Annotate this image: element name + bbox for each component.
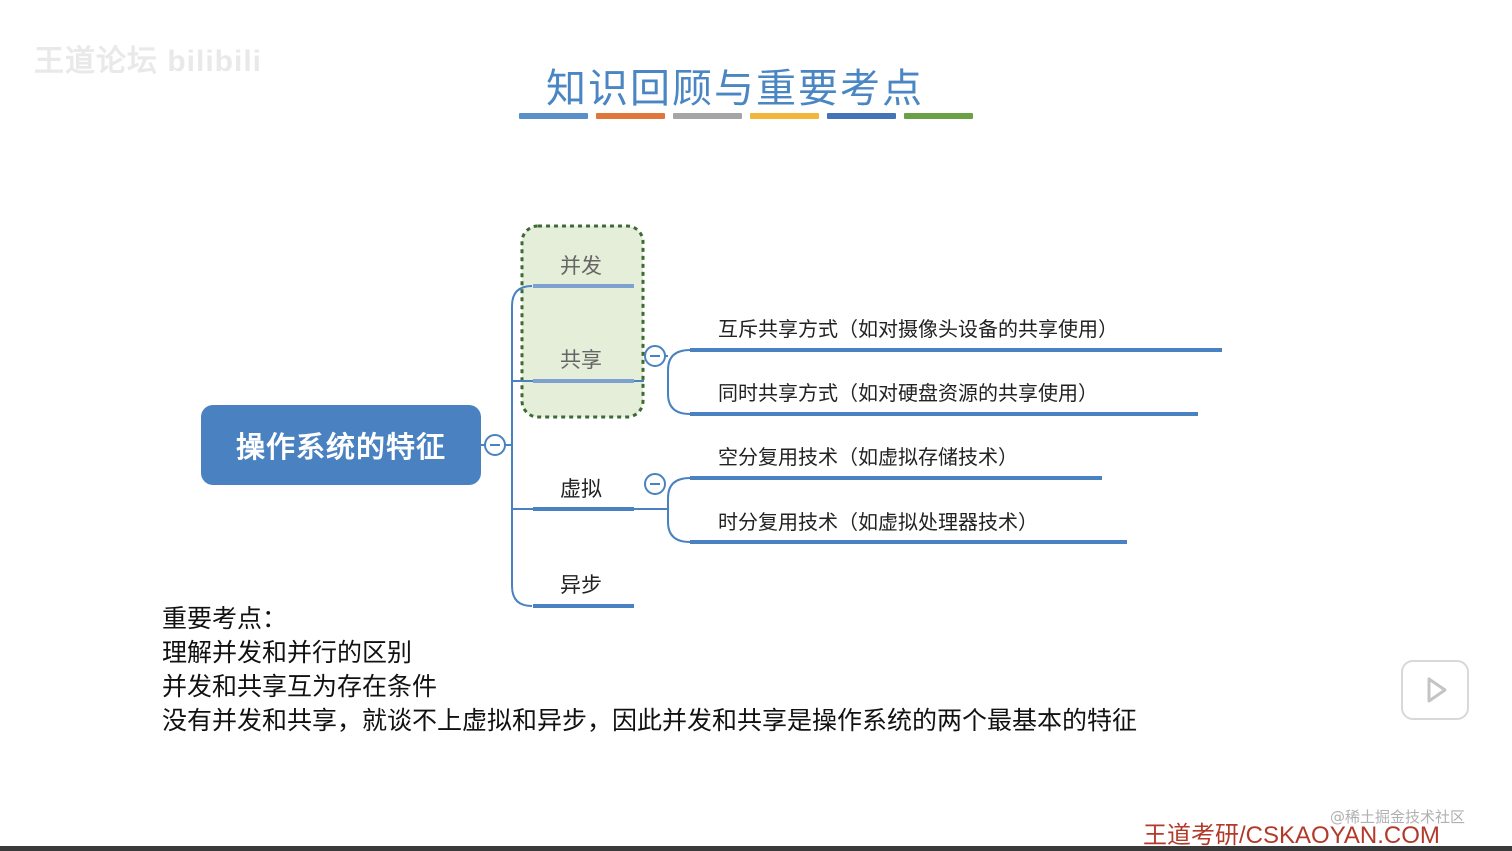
key-point-3: 没有并发和共享，就谈不上虚拟和异步，因此并发和共享是操作系统的两个最基本的特征	[162, 706, 1138, 735]
key-points-heading: 重要考点：	[162, 604, 288, 633]
sharing-child-simultaneous[interactable]: 同时共享方式（如对硬盘资源的共享使用）	[718, 381, 1098, 405]
footer-brand: 王道考研/CSKAOYAN.COM	[1143, 822, 1440, 849]
branch-async[interactable]: 异步	[560, 573, 602, 597]
play-icon	[1427, 677, 1447, 703]
branch-concurrency[interactable]: 并发	[560, 254, 602, 278]
key-points: 重要考点： 理解并发和并行的区别 并发和共享互为存在条件 没有并发和共享，就谈不…	[162, 602, 1137, 738]
bilibili-watermark: 王道论坛 bilibili	[34, 45, 262, 78]
title-bar-6	[904, 113, 973, 119]
branch-virtual[interactable]: 虚拟	[560, 477, 602, 501]
branch-sharing[interactable]: 共享	[560, 348, 602, 372]
title-bar-5	[827, 113, 896, 119]
page-title: 知识回顾与重要考点	[546, 66, 924, 112]
bottom-band	[0, 846, 1512, 851]
title-color-bars	[519, 113, 973, 119]
virtual-child-space[interactable]: 空分复用技术（如虚拟存储技术）	[718, 445, 1018, 469]
sharing-spine	[667, 349, 691, 415]
title-bar-2	[596, 113, 665, 119]
play-button[interactable]	[1401, 660, 1469, 720]
root-collapse-icon[interactable]	[484, 434, 506, 456]
virtual-spine	[667, 477, 691, 543]
sharing-child-mutex[interactable]: 互斥共享方式（如对摄像头设备的共享使用）	[718, 317, 1118, 341]
virtual-collapse-icon[interactable]	[644, 473, 666, 495]
title-bar-1	[519, 113, 588, 119]
key-point-2: 并发和共享互为存在条件	[162, 672, 438, 701]
title-bar-4	[750, 113, 819, 119]
highlight-group	[520, 224, 645, 419]
title-bar-3	[673, 113, 742, 119]
key-point-1: 理解并发和并行的区别	[162, 638, 413, 667]
root-node[interactable]: 操作系统的特征	[201, 405, 481, 485]
sharing-collapse-icon[interactable]	[644, 345, 666, 367]
branch-spine	[511, 285, 533, 607]
virtual-child-time[interactable]: 时分复用技术（如虚拟处理器技术）	[718, 510, 1038, 534]
juejin-credit: @稀土掘金技术社区	[1330, 808, 1466, 826]
